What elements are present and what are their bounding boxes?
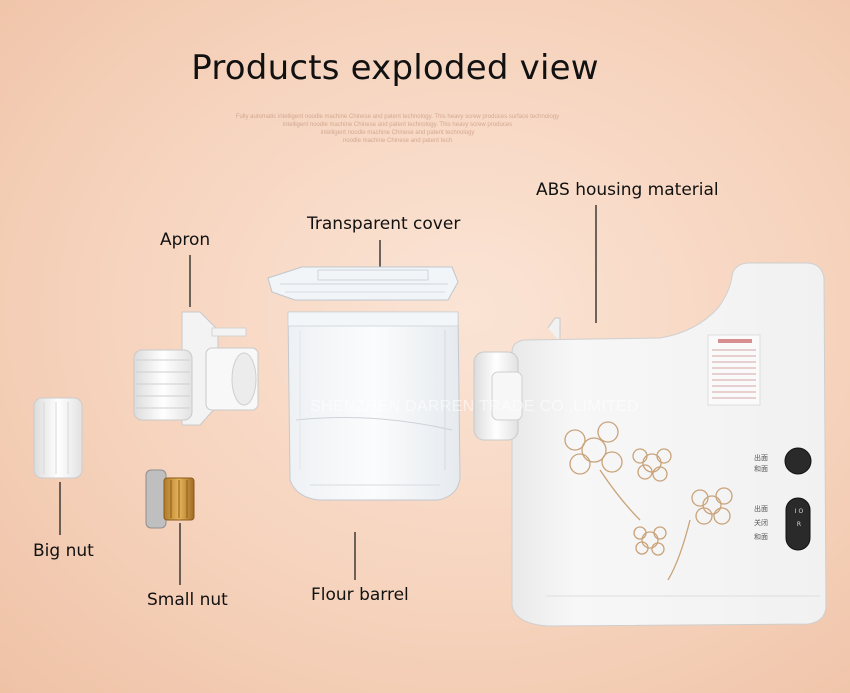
label-transparent-cover: Transparent cover (307, 214, 461, 234)
button-1-bottom-text: 和面 (754, 465, 768, 473)
transparent-cover (267, 266, 459, 301)
switch-button-2[interactable] (785, 497, 811, 551)
switch-button-1[interactable] (784, 447, 812, 475)
flour-barrel (287, 311, 461, 501)
label-flour-barrel: Flour barrel (311, 585, 409, 605)
button-2-top-text: 出面 (754, 505, 768, 513)
label-apron: Apron (160, 230, 211, 250)
description-line: intelligent noodle machine Chinese and p… (320, 130, 475, 136)
small-nut (145, 469, 195, 529)
machine-housing (473, 262, 827, 627)
description-line: noodle machine Chinese and patent tech (342, 138, 453, 144)
description-line: Fully automatic intelligent noodle machi… (235, 114, 560, 120)
description-line: intelligent noodle machine Chinese and p… (282, 122, 513, 128)
watermark: SHENZHEN DARREN TRADE CO.,LIMITED (310, 398, 639, 415)
leader-lines (59, 205, 597, 585)
label-abs-housing: ABS housing material (536, 180, 719, 200)
label-small-nut: Small nut (147, 590, 228, 610)
button-2-mid-text: 关闭 (754, 519, 768, 527)
big-nut (33, 397, 83, 479)
button-1-top-text: 出面 (754, 454, 768, 462)
apron (133, 311, 259, 426)
button-2-bottom-text: 和面 (754, 533, 768, 541)
flower-decoration (564, 421, 733, 581)
label-big-nut: Big nut (33, 541, 94, 561)
faded-description: Fully automatic intelligent noodle machi… (225, 113, 570, 145)
page-title: Products exploded view (191, 48, 599, 88)
switch-letters: I O R (794, 508, 804, 528)
